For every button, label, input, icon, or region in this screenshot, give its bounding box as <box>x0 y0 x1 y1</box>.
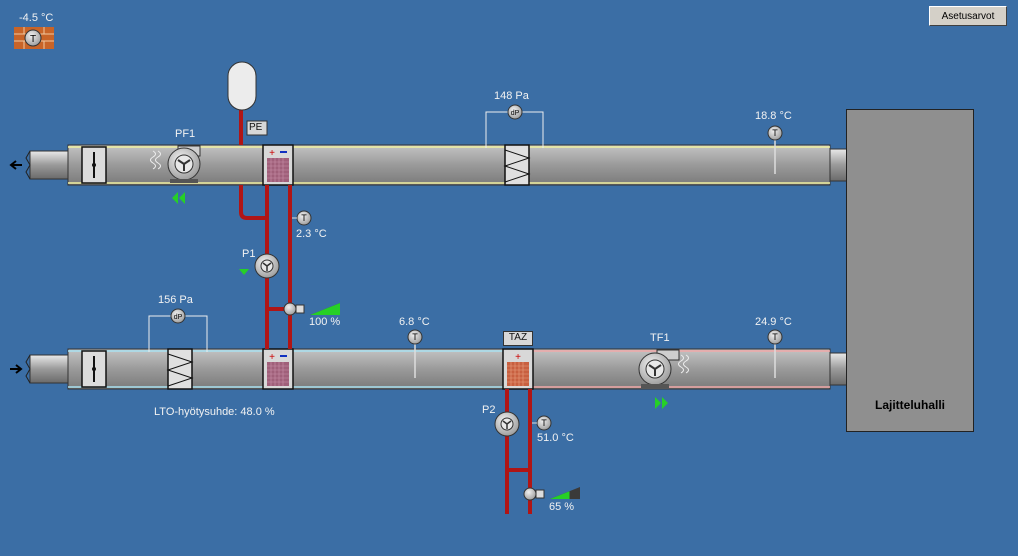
heating-valve-position-bar <box>550 487 580 499</box>
exhaust-pressure-sensor[interactable]: dP <box>485 104 544 148</box>
supply-fan-tf1[interactable] <box>638 349 689 388</box>
lto-pump-label: P1 <box>242 248 256 260</box>
exhaust-outlet-arrow-icon <box>9 160 22 170</box>
outdoor-temp-value: -4.5 °C <box>19 12 54 24</box>
exhaust-fan-label: PF1 <box>175 128 196 140</box>
supply-inlet-arrow-icon <box>10 364 23 374</box>
svg-text:dP: dP <box>174 314 183 321</box>
lto-valve[interactable] <box>283 302 305 316</box>
svg-text:+: + <box>515 352 521 363</box>
exhaust-damper[interactable] <box>81 146 107 184</box>
supply-lto-coil[interactable]: + <box>262 348 294 390</box>
sorting-hall: Lajitteluhalli <box>846 109 974 432</box>
svg-text:T: T <box>541 418 547 428</box>
svg-text:T: T <box>30 34 36 45</box>
supply-after-lto-temp-sensor[interactable]: T <box>407 329 423 378</box>
hall-label: Lajitteluhalli <box>874 398 945 412</box>
exhaust-run-arrows-icon <box>172 192 185 204</box>
supply-filter[interactable] <box>166 348 194 390</box>
supply-run-arrows-icon <box>655 397 668 409</box>
svg-text:T: T <box>412 332 418 342</box>
heating-pump-p2[interactable] <box>494 411 520 437</box>
heating-water-temp-sensor[interactable]: T <box>532 415 552 431</box>
lto-piping <box>239 108 292 349</box>
exhaust-duct <box>25 144 858 186</box>
supply-filter-pressure-value: 156 Pa <box>158 294 193 306</box>
expansion-tank <box>227 61 257 111</box>
svg-text:+: + <box>269 148 275 159</box>
heating-coil[interactable]: + <box>502 348 534 390</box>
supply-fan-label: TF1 <box>650 332 670 344</box>
lto-pump-p1[interactable] <box>254 253 280 279</box>
exhaust-lto-coil[interactable]: + <box>262 144 294 186</box>
freeze-protection-taz[interactable]: TAZ <box>503 331 533 346</box>
lto-valve-position-bar <box>310 303 340 315</box>
settings-button[interactable]: Asetusarvot <box>929 6 1007 26</box>
heating-valve-value: 65 % <box>549 501 575 513</box>
expansion-pe-box <box>246 120 268 136</box>
exhaust-room-temp-value: 18.8 °C <box>755 110 792 122</box>
svg-text:+: + <box>269 352 275 363</box>
lto-pump-run-icon <box>239 269 249 275</box>
expansion-pe-label: PE <box>249 122 263 133</box>
outdoor-temp-sensor-icon[interactable]: T <box>24 29 42 47</box>
supply-duct <box>25 348 858 390</box>
supply-damper[interactable] <box>81 350 107 388</box>
heating-valve[interactable] <box>523 487 545 501</box>
lto-valve-value: 100 % <box>309 316 341 328</box>
svg-text:dP: dP <box>511 110 520 117</box>
heating-water-temp-value: 51.0 °C <box>537 432 574 444</box>
supply-pressure-sensor[interactable]: dP <box>148 308 208 352</box>
lto-return-temp-sensor[interactable]: T <box>292 210 312 226</box>
lto-efficiency-value: LTO-hyötysuhde: 48.0 % <box>154 406 275 418</box>
svg-text:T: T <box>301 213 307 223</box>
svg-text:T: T <box>772 332 778 342</box>
svg-text:T: T <box>772 128 778 138</box>
exhaust-fan-pf1[interactable] <box>150 145 201 183</box>
exhaust-pressure-value: 148 Pa <box>494 90 529 102</box>
supply-temp-value: 24.9 °C <box>755 316 792 328</box>
lto-return-temp-value: 2.3 °C <box>296 228 327 240</box>
heating-pump-label: P2 <box>482 404 496 416</box>
exhaust-temp-sensor[interactable]: T <box>767 125 783 174</box>
exhaust-filter[interactable] <box>503 144 531 186</box>
supply-temp-sensor[interactable]: T <box>767 329 783 378</box>
supply-after-lto-temp-value: 6.8 °C <box>399 316 430 328</box>
